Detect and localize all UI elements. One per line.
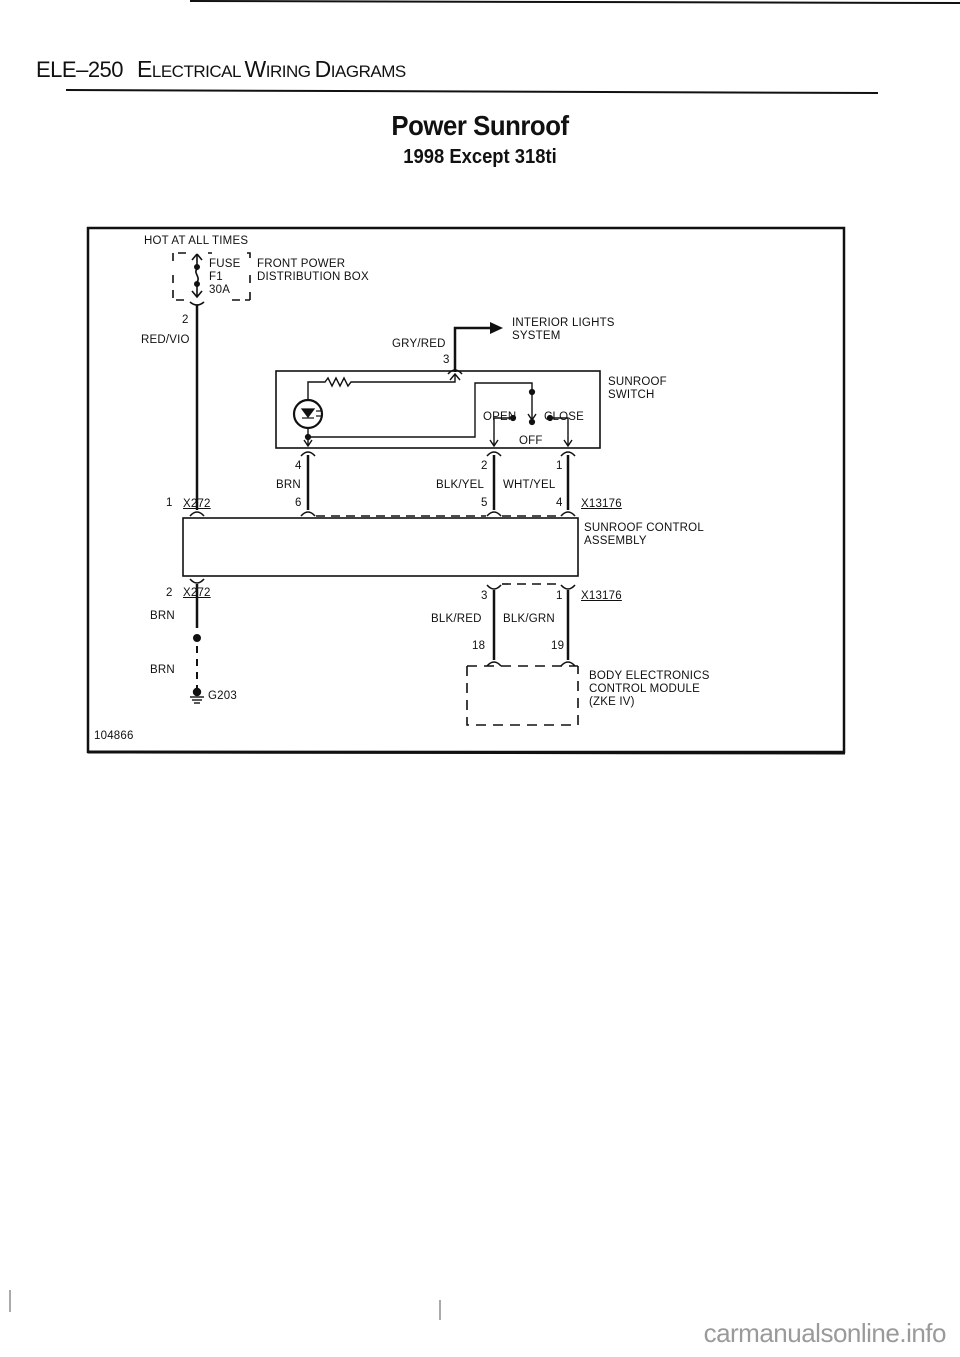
assembly-pin3-label: 3 bbox=[481, 590, 488, 602]
fuse-id: F1 bbox=[209, 271, 223, 283]
switch-open-path bbox=[489, 417, 511, 448]
ground-icon bbox=[190, 687, 204, 704]
module-pin18-label: 18 bbox=[472, 640, 486, 652]
section-code: ELE–250 bbox=[36, 57, 124, 82]
interior-lights-label-1: INTERIOR LIGHTS bbox=[512, 317, 615, 329]
body-module-label-1: BODY ELECTRONICS bbox=[589, 670, 710, 682]
page-subtitle: 1998 Except 318ti bbox=[403, 146, 557, 168]
body-module-outline bbox=[466, 665, 579, 726]
fuse-label: FUSE bbox=[209, 258, 241, 270]
switch-pin1-label: 1 bbox=[556, 460, 563, 472]
x272-pin1-label: 1 bbox=[166, 497, 173, 509]
sunroof-switch-label-2: SWITCH bbox=[608, 389, 655, 401]
figure-number: 104866 bbox=[94, 730, 134, 742]
assembly-pin6-label: 6 bbox=[295, 497, 302, 509]
sunroof-switch-label-1: SUNROOF bbox=[608, 376, 667, 388]
assembly-pin5-label: 5 bbox=[481, 497, 488, 509]
body-module-label-2: CONTROL MODULE bbox=[589, 683, 700, 695]
switch-internal-arrow-icon bbox=[449, 372, 461, 381]
connector-switch-pin4 bbox=[300, 451, 316, 457]
watermark: carmanualsonline.info bbox=[703, 1318, 947, 1348]
switch-led-to-common bbox=[307, 382, 533, 438]
connector-module-pin18 bbox=[486, 661, 502, 667]
fuse-box-outline bbox=[172, 252, 251, 301]
assembly-pin4-label: 4 bbox=[556, 497, 563, 509]
connector-assembly-pin1 bbox=[560, 584, 576, 590]
switch-internal-wiring bbox=[307, 375, 456, 400]
switch-blade-icon bbox=[527, 394, 537, 422]
switch-position-off: OFF bbox=[519, 435, 543, 447]
switch-position-open: OPEN bbox=[483, 411, 517, 423]
switch-pin4-label: 4 bbox=[295, 460, 302, 472]
sunroof-control-assembly-label-2: ASSEMBLY bbox=[584, 535, 647, 547]
connector-x272-upper-label: X272 bbox=[183, 498, 211, 510]
sunroof-control-assembly-label-1: SUNROOF CONTROL bbox=[584, 522, 704, 534]
ground-id-label: G203 bbox=[208, 690, 237, 702]
connector-assembly-pin5 bbox=[486, 511, 502, 517]
switch-position-close: CLOSE bbox=[544, 411, 584, 423]
wire-blk-yel-label: BLK/YEL bbox=[436, 479, 485, 491]
page-title: Power Sunroof bbox=[391, 110, 569, 141]
interior-lights-label-2: SYSTEM bbox=[512, 330, 561, 342]
wire-gry-red bbox=[453, 326, 490, 372]
front-power-box-label-1: FRONT POWER bbox=[257, 258, 346, 270]
wire-red-vio-label: RED/VIO bbox=[141, 334, 190, 346]
connector-switch-pin3 bbox=[447, 369, 463, 375]
splice-node bbox=[193, 634, 201, 642]
wire-wht-yel-label: WHT/YEL bbox=[503, 479, 556, 491]
assembly-pin1-label: 1 bbox=[556, 590, 563, 602]
connector-assembly-pin4 bbox=[560, 511, 576, 517]
arrow-interior-lights-icon bbox=[490, 322, 503, 334]
switch-off-contact bbox=[528, 418, 536, 426]
wire-gry-red-label: GRY/RED bbox=[392, 338, 446, 350]
connector-x13176-lower-label: X13176 bbox=[581, 590, 622, 602]
connector-x272-pin2 bbox=[189, 578, 205, 584]
fuse-rating: 30A bbox=[209, 284, 231, 296]
switch-close-path bbox=[552, 417, 573, 448]
connector-assembly-pin3 bbox=[486, 584, 502, 590]
sunroof-control-assembly-box bbox=[182, 517, 579, 577]
wire-brn-ground-upper-label: BRN bbox=[150, 610, 175, 622]
connector-switch-pin2 bbox=[486, 451, 502, 457]
front-power-box-label-2: DISTRIBUTION BOX bbox=[257, 271, 369, 283]
power-pin-label: 2 bbox=[182, 314, 189, 326]
fuse-icon bbox=[189, 253, 205, 306]
wire-brn-label: BRN bbox=[276, 479, 301, 491]
wire-brn-ground-lower-label: BRN bbox=[150, 664, 175, 676]
switch-common-node bbox=[528, 388, 536, 396]
scan-top-edge bbox=[189, 0, 960, 4]
x272-pin2-label: 2 bbox=[166, 587, 173, 599]
connector-switch-pin1 bbox=[560, 451, 576, 457]
header-rule bbox=[65, 89, 879, 94]
connector-x13176-upper-label: X13176 bbox=[581, 498, 622, 510]
connector-x272-pin1 bbox=[189, 511, 205, 517]
connector-assembly-pin6 bbox=[300, 511, 316, 517]
module-pin19-label: 19 bbox=[551, 640, 565, 652]
connector-module-pin19 bbox=[560, 661, 576, 667]
led-diode-icon bbox=[300, 408, 322, 419]
sunroof-switch-box bbox=[275, 370, 601, 449]
switch-pin2-label: 2 bbox=[481, 460, 488, 472]
switch-pin3-label: 3 bbox=[443, 354, 450, 366]
body-module-label-3: (ZKE IV) bbox=[589, 696, 635, 708]
connector-x272-lower-label: X272 bbox=[183, 587, 211, 599]
frame-bottom-edge bbox=[87, 750, 846, 755]
wire-blk-grn-label: BLK/GRN bbox=[503, 613, 555, 625]
hot-at-all-times-label: HOT AT ALL TIMES bbox=[144, 235, 249, 247]
wire-blk-red-label: BLK/RED bbox=[431, 613, 482, 625]
switch-led-out bbox=[303, 437, 313, 448]
